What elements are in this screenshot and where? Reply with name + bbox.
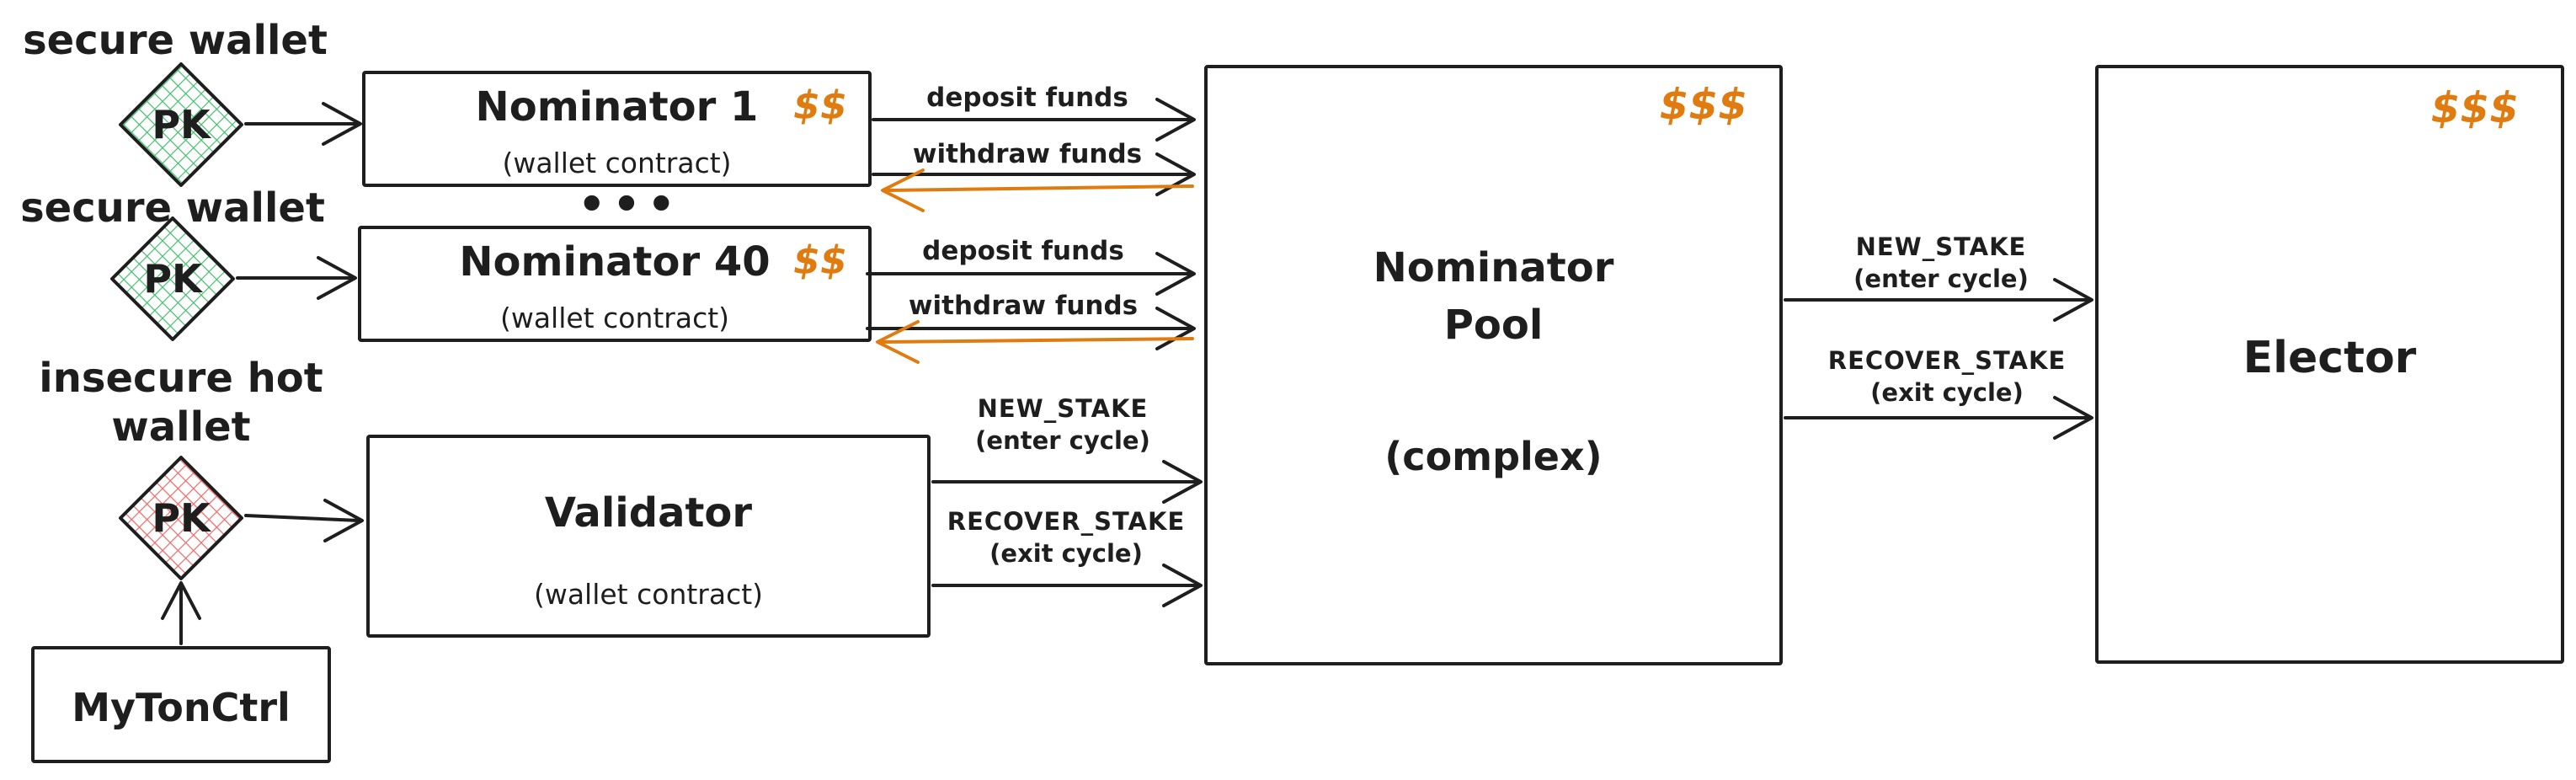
arrow-pool-recover-stake — [1784, 396, 2093, 440]
pk-label-3: PK — [152, 495, 211, 541]
pool-recover-stake-note: (exit cycle) — [1870, 378, 2024, 407]
nominator1-money-badge: $$ — [792, 83, 847, 128]
pk-label-1: PK — [152, 102, 211, 147]
arrow-pool-new-stake — [1784, 278, 2093, 322]
arrow-nominator40-withdraw-return — [876, 320, 1194, 364]
arrow-pk1-to-nominator1 — [244, 102, 362, 146]
arrow-nominator1-withdraw-return — [881, 168, 1194, 212]
insecure-wallet-caption: insecure hot wallet — [39, 355, 323, 451]
nominator1-box: Nominator 1 $$ (wallet contract) — [362, 71, 872, 187]
arrow-nominator1-deposit — [872, 98, 1196, 142]
nominator40-deposit-label: deposit funds — [922, 236, 1124, 266]
validator-new-stake-label: NEW_STAKE — [977, 394, 1149, 423]
arrow-pk3-to-validator — [244, 499, 364, 542]
nominator40-money-badge: $$ — [792, 238, 847, 283]
validator-new-stake-note: (enter cycle) — [975, 426, 1150, 455]
elector-box: $$$ Elector — [2095, 65, 2564, 664]
nominator40-box: Nominator 40 $$ (wallet contract) — [358, 226, 872, 342]
arrow-nominator40-deposit — [866, 252, 1196, 296]
nominator40-title: Nominator 40 — [459, 238, 771, 286]
pool-money-badge: $$$ — [1659, 80, 1747, 129]
secure-key-diamond-2 — [110, 216, 235, 341]
insecure-key-diamond — [119, 456, 243, 580]
secure-wallet-caption-2: secure wallet — [20, 184, 325, 232]
nominator-pool-box: $$$ Nominator Pool (complex) — [1204, 65, 1783, 665]
validator-recover-stake-label: RECOVER_STAKE — [947, 507, 1186, 536]
nominator40-subtitle: (wallet contract) — [499, 302, 730, 334]
secure-key-diamond-1 — [119, 62, 243, 187]
nominator1-withdraw-label: withdraw funds — [912, 139, 1143, 169]
secure-wallet-caption-1: secure wallet — [23, 17, 328, 64]
pk-label-2: PK — [143, 256, 202, 302]
elector-title: Elector — [2243, 333, 2417, 383]
mytonctrl-title: MyTonCtrl — [72, 685, 291, 730]
pool-subtitle: (complex) — [1384, 434, 1603, 479]
pool-new-stake-note: (enter cycle) — [1853, 264, 2029, 293]
mytonctrl-box: MyTonCtrl — [31, 646, 331, 763]
elector-money-badge: $$$ — [2430, 83, 2519, 132]
validator-subtitle: (wallet contract) — [533, 578, 764, 611]
validator-box: Validator (wallet contract) — [366, 435, 931, 638]
arrow-validator-new-stake — [931, 460, 1203, 504]
pool-recover-stake-label: RECOVER_STAKE — [1827, 346, 2067, 375]
more-nominators-ellipsis: ••• — [578, 179, 682, 230]
arrow-pk2-to-nominator40 — [236, 256, 357, 300]
nominator40-withdraw-label: withdraw funds — [908, 291, 1139, 321]
nominator1-deposit-label: deposit funds — [926, 83, 1128, 113]
arrow-nominator40-withdraw-request — [866, 307, 1196, 350]
pool-title-line1: Nominator — [1373, 244, 1614, 291]
validator-recover-stake-note: (exit cycle) — [989, 539, 1143, 568]
arrow-validator-recover-stake — [931, 564, 1203, 607]
nominator1-title: Nominator 1 — [475, 83, 759, 131]
pool-new-stake-label: NEW_STAKE — [1855, 232, 2027, 261]
nominator1-subtitle: (wallet contract) — [502, 147, 732, 179]
validator-title: Validator — [544, 489, 753, 537]
arrow-mytonctrl-to-pk3 — [161, 581, 201, 645]
pool-title-line2: Pool — [1443, 302, 1544, 349]
